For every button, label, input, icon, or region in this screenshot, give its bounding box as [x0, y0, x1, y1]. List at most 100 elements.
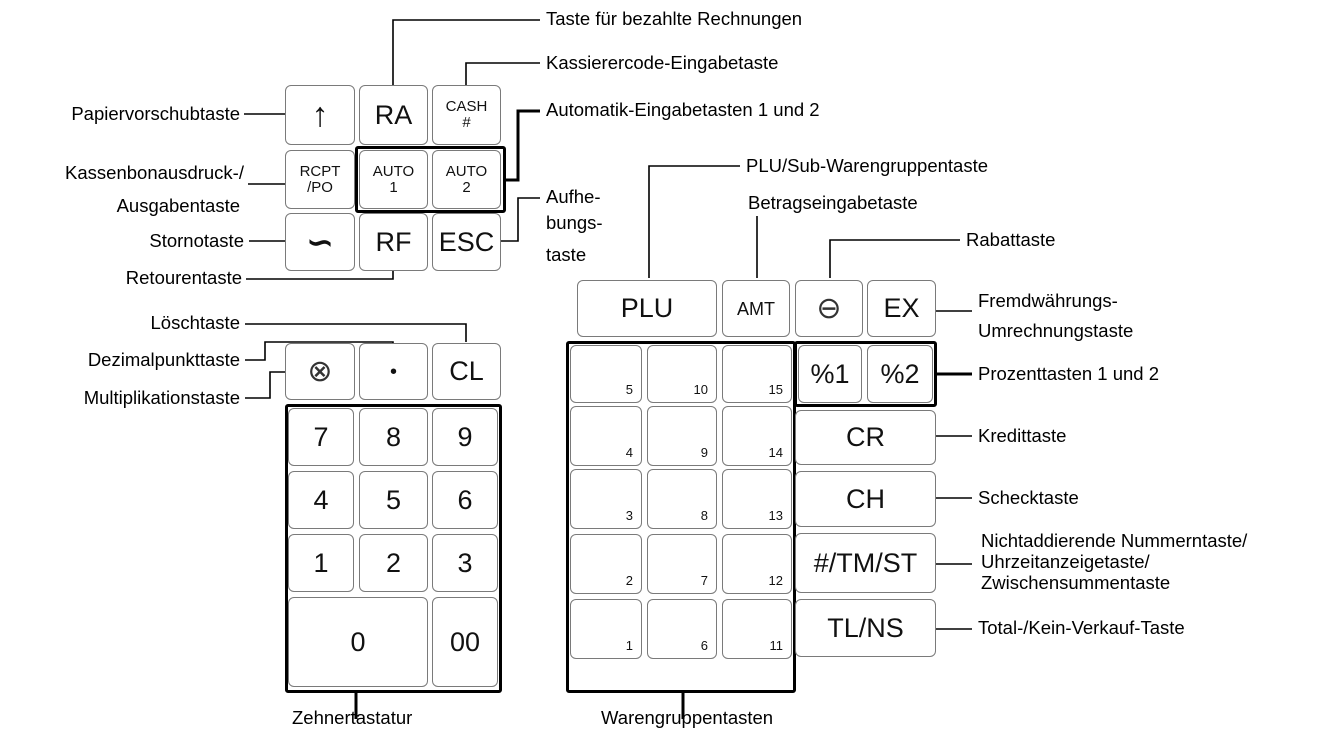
point-key-label: Dezimalpunkttaste	[87, 349, 240, 370]
percent-1-key[interactable]: %1	[798, 345, 862, 403]
plu-key-label: PLU/Sub-Warengruppentaste	[746, 155, 989, 176]
check-key[interactable]: CH	[795, 471, 936, 527]
department-key-11[interactable]: 11	[722, 599, 792, 659]
esc-key-label-2: bungs-	[546, 212, 603, 233]
receipt-print-key[interactable]: RCPT /PO	[285, 150, 355, 209]
percent-keys-label: Prozenttasten 1 und 2	[978, 363, 1160, 384]
esc-key-label-1: Aufhe-	[546, 186, 601, 207]
department-key-number: 11	[769, 638, 784, 653]
department-key-number: 15	[768, 382, 783, 397]
tmst-key-label-3: Zwischensummentaste	[981, 572, 1171, 593]
auto2-line2: 2	[462, 178, 471, 196]
department-key-number: 7	[700, 573, 708, 588]
auto1-line1: AUTO	[372, 162, 415, 180]
digit-3-key[interactable]: 3	[432, 534, 498, 592]
paper-feed-key[interactable]: ↑	[285, 85, 355, 145]
credit-key[interactable]: CR	[795, 410, 936, 465]
tenkey-group-label: Zehnertastatur	[292, 707, 413, 728]
department-key-number: 8	[700, 508, 708, 523]
digit-5-key[interactable]: 5	[359, 471, 428, 529]
clear-key[interactable]: CL	[432, 343, 501, 400]
department-key-1[interactable]: 1	[570, 599, 642, 659]
department-key-6[interactable]: 6	[647, 599, 717, 659]
digit-8-key[interactable]: 8	[359, 408, 428, 466]
tmst-key-label-1: Nichtaddierende Nummerntaste/	[981, 530, 1248, 551]
department-key-15[interactable]: 15	[722, 345, 792, 403]
multiply-key-label: Multiplikationstaste	[83, 387, 240, 408]
department-key-12[interactable]: 12	[722, 534, 792, 594]
auto-keys-label: Automatik-Eingabetasten 1 und 2	[546, 99, 820, 120]
department-key-2[interactable]: 2	[570, 534, 642, 594]
digit-1-key[interactable]: 1	[288, 534, 354, 592]
department-key-5[interactable]: 5	[570, 345, 642, 403]
refund-key[interactable]: RF	[359, 213, 428, 271]
subtotal-key[interactable]: #/TM/ST	[795, 533, 936, 593]
total-key[interactable]: TL/NS	[795, 599, 936, 657]
refund-key-label: Retourentaste	[125, 267, 242, 288]
department-key-number: 10	[693, 382, 708, 397]
digit-7-key[interactable]: 7	[288, 408, 354, 466]
check-key-label: Schecktaste	[978, 487, 1079, 508]
multiply-key[interactable]: ⊗	[285, 343, 355, 400]
department-key-number: 4	[625, 445, 633, 460]
total-key-label: Total-/Kein-Verkauf-Taste	[978, 617, 1185, 638]
void-key[interactable]: ∽	[285, 213, 355, 271]
department-key-3[interactable]: 3	[570, 469, 642, 529]
amt-key-label: Betragseingabetaste	[748, 192, 918, 213]
cashier-key-label: Kassierercode-Eingabetaste	[546, 52, 779, 73]
amount-key[interactable]: AMT	[722, 280, 790, 337]
rcpt-key-line1: RCPT	[299, 162, 341, 180]
department-key-7[interactable]: 7	[647, 534, 717, 594]
department-key-10[interactable]: 10	[647, 345, 717, 403]
department-key-number: 1	[625, 638, 633, 653]
receipt-key-label-1: Kassenbonausdruck-/	[65, 162, 244, 183]
foreign-currency-key[interactable]: EX	[867, 280, 936, 337]
feed-key-label: Papiervorschubtaste	[71, 103, 240, 124]
department-key-number: 13	[768, 508, 783, 523]
ra-key[interactable]: RA	[359, 85, 428, 145]
decimal-point-key[interactable]: •	[359, 343, 428, 400]
department-key-14[interactable]: 14	[722, 406, 792, 466]
discount-key[interactable]: ⊖	[795, 280, 863, 337]
department-group-label: Warengruppentasten	[601, 707, 774, 728]
department-key-number: 5	[625, 382, 633, 397]
escape-key[interactable]: ESC	[432, 213, 501, 271]
department-key-13[interactable]: 13	[722, 469, 792, 529]
void-key-label: Stornotaste	[149, 230, 244, 251]
digit-6-key[interactable]: 6	[432, 471, 498, 529]
ex-key-label-2: Umrechnungstaste	[978, 320, 1134, 341]
department-key-number: 14	[768, 445, 783, 460]
department-key-number: 6	[700, 638, 708, 653]
cash-key-line1: CASH	[445, 98, 488, 116]
department-key-9[interactable]: 9	[647, 406, 717, 466]
cashier-code-key[interactable]: CASH #	[432, 85, 501, 145]
cash-key-line2: #	[462, 114, 471, 131]
discount-key-label: Rabattaste	[966, 229, 1056, 250]
ex-key-label-1: Fremdwährungs-	[978, 290, 1118, 311]
tmst-key-label-2: Uhrzeitanzeigetaste/	[981, 551, 1150, 572]
auto2-line1: AUTO	[445, 162, 488, 180]
digit-4-key[interactable]: 4	[288, 471, 354, 529]
digit-2-key[interactable]: 2	[359, 534, 428, 592]
department-key-4[interactable]: 4	[570, 406, 642, 466]
department-key-number: 9	[700, 445, 708, 460]
plu-key[interactable]: PLU	[577, 280, 717, 337]
percent-2-key[interactable]: %2	[867, 345, 933, 403]
credit-key-label: Kredittaste	[978, 425, 1067, 446]
double-zero-key[interactable]: 00	[432, 597, 498, 687]
department-key-number: 12	[768, 573, 783, 588]
receipt-key-label-2: Ausgabentaste	[116, 195, 240, 216]
clear-key-label: Löschtaste	[150, 312, 240, 333]
department-key-8[interactable]: 8	[647, 469, 717, 529]
auto-key-2[interactable]: AUTO 2	[432, 150, 501, 209]
auto1-line2: 1	[389, 178, 398, 196]
ra-key-label: Taste für bezahlte Rechnungen	[546, 8, 803, 29]
esc-key-label-3: taste	[546, 244, 587, 265]
auto-key-1[interactable]: AUTO 1	[359, 150, 428, 209]
digit-0-key[interactable]: 0	[288, 597, 428, 687]
rcpt-key-line2: /PO	[307, 178, 333, 196]
digit-9-key[interactable]: 9	[432, 408, 498, 466]
department-key-number: 2	[625, 573, 633, 588]
department-key-number: 3	[625, 508, 633, 523]
